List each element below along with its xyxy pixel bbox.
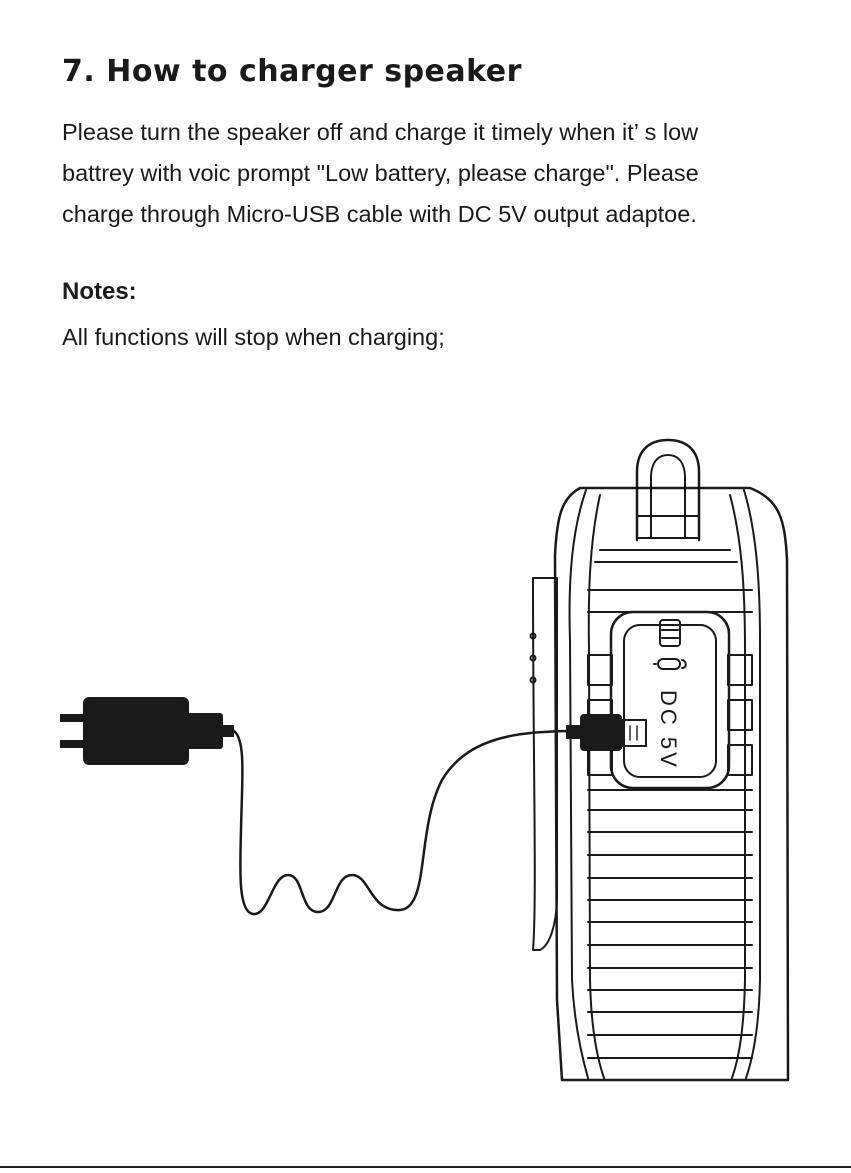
wall-adapter-icon xyxy=(60,697,234,765)
microphone-icon xyxy=(654,659,686,669)
page-bottom-rule xyxy=(0,1166,851,1168)
usb-cable xyxy=(234,731,568,914)
port-label: DC 5V xyxy=(656,690,681,770)
